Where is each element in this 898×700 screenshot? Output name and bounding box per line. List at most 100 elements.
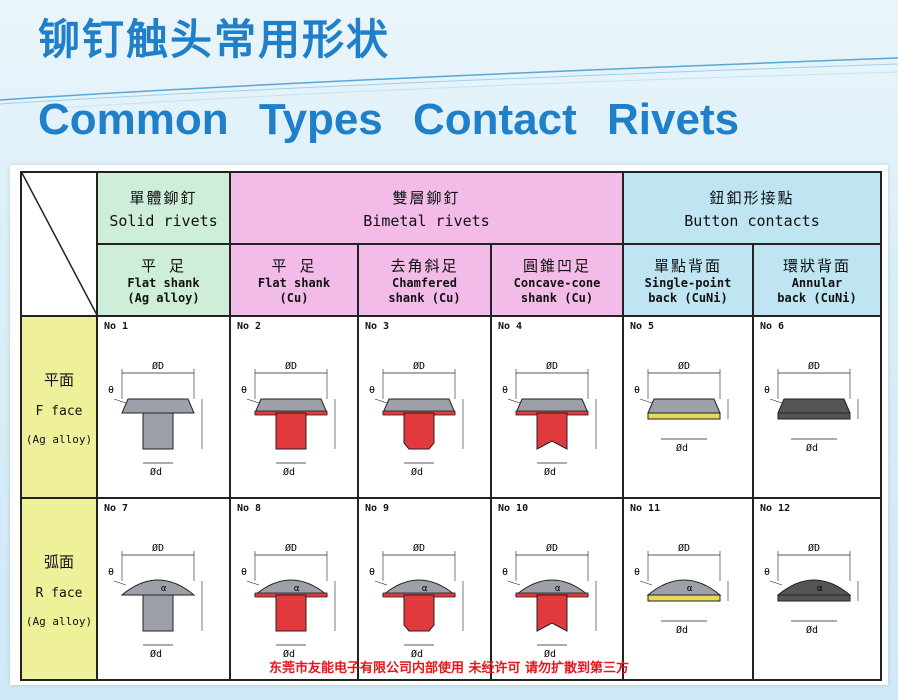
head-dim-label: ØD xyxy=(808,542,820,554)
angle-line xyxy=(769,580,783,586)
cell-number: No 6 xyxy=(760,321,785,332)
title-english: Common Types Contact Rivets xyxy=(38,95,740,144)
cell-number: No 8 xyxy=(237,503,262,514)
cell-number: No 10 xyxy=(498,503,529,514)
angle-line xyxy=(507,398,521,404)
row-f-cn: 平面 xyxy=(43,370,74,389)
cell-number: No 4 xyxy=(498,321,523,332)
sub-en: Annular xyxy=(791,275,843,290)
sub-cn: 環狀背面 xyxy=(782,256,851,275)
sub-en: Single-point xyxy=(644,275,732,290)
group-bimetal-en: Bimetal rivets xyxy=(363,211,490,230)
head-dim-label: ØD xyxy=(285,360,297,372)
button-backing xyxy=(647,594,721,602)
head-dim-label: ØD xyxy=(285,542,297,554)
cell-number: No 1 xyxy=(104,321,129,332)
angle-line xyxy=(507,580,521,586)
sub-en: back (CuNi) xyxy=(648,290,728,305)
button-backing xyxy=(647,412,721,420)
row-r-en: R face xyxy=(35,585,83,601)
sub-cn: 圓錐凹足 xyxy=(522,256,591,275)
rivet-shank xyxy=(536,412,568,450)
rivet-shank xyxy=(142,412,174,450)
rivet-head xyxy=(646,579,722,596)
shank-dim-label: Ød xyxy=(676,442,688,454)
group-solid-cn: 單體鉚釘 xyxy=(129,188,198,207)
angle-label: θ xyxy=(764,385,770,396)
cell-number: No 2 xyxy=(237,321,262,332)
angle-label: θ xyxy=(108,385,114,396)
head-dim-label: ØD xyxy=(152,360,164,372)
head-dim-label: ØD xyxy=(678,360,690,372)
rivet-head xyxy=(121,398,195,414)
head-dim-label: ØD xyxy=(678,542,690,554)
cell-number: No 9 xyxy=(365,503,390,514)
row-r-alloy: (Ag alloy) xyxy=(25,614,93,628)
row-r-cn: 弧面 xyxy=(43,552,74,571)
group-bimetal: 雙層鉚釘 Bimetal rivets xyxy=(229,171,624,245)
sub-cn: 平 足 xyxy=(271,256,317,275)
rivet-shank xyxy=(275,412,307,450)
rivet-head xyxy=(777,398,851,414)
sub-cn: 單點背面 xyxy=(653,256,722,275)
shank-dim-label: Ød xyxy=(150,648,162,660)
sub-en: Flat shank xyxy=(127,275,200,290)
sub-en: Chamfered xyxy=(391,275,458,290)
row-header-f-face: 平面 F face (Ag alloy) xyxy=(20,315,98,499)
rivet-shank xyxy=(275,594,307,632)
head-dim-label: ØD xyxy=(546,360,558,372)
cell-number: No 7 xyxy=(104,503,129,514)
sub-en: back (CuNi) xyxy=(777,290,857,305)
shank-dim-label: Ød xyxy=(676,624,688,636)
group-button-cn: 鈕釦形接點 xyxy=(709,188,795,207)
shank-dim-label: Ød xyxy=(544,648,556,660)
cell-number: No 5 xyxy=(630,321,655,332)
shank-dim-label: Ød xyxy=(806,624,818,636)
sub-en: Concave-cone xyxy=(513,275,601,290)
title-swoosh xyxy=(0,57,898,109)
angle-label: θ xyxy=(634,385,640,396)
button-backing xyxy=(777,412,851,420)
group-solid: 單體鉚釘 Solid rivets xyxy=(96,171,231,245)
rivet-table-sheet: 單體鉚釘 Solid rivets 雙層鉚釘 Bimetal rivets 鈕釦… xyxy=(10,165,888,685)
group-bimetal-cn: 雙層鉚釘 xyxy=(392,188,461,207)
row-f-alloy: (Ag alloy) xyxy=(25,432,93,446)
angle-line xyxy=(246,580,260,586)
button-backing xyxy=(777,594,851,602)
rivet-shank xyxy=(403,594,435,632)
head-dim-label: ØD xyxy=(152,542,164,554)
rivet-shank xyxy=(536,594,568,632)
angle-line xyxy=(113,580,127,586)
rivet-shank xyxy=(142,594,174,632)
row-header-r-face: 弧面 R face (Ag alloy) xyxy=(20,497,98,681)
angle-line xyxy=(246,398,260,404)
rivet-head xyxy=(776,579,852,596)
sub-en: shank (Cu) xyxy=(388,290,461,305)
angle-label: θ xyxy=(108,567,114,578)
angle-line xyxy=(374,580,388,586)
corner-diagonal xyxy=(22,173,98,317)
angle-label: θ xyxy=(369,567,375,578)
rivet-shank xyxy=(403,412,435,450)
sub-en: (Ag alloy) xyxy=(127,290,200,305)
shank-dim-label: Ød xyxy=(411,466,423,478)
group-button-en: Button contacts xyxy=(684,211,820,230)
alpha-label: α xyxy=(422,584,428,594)
